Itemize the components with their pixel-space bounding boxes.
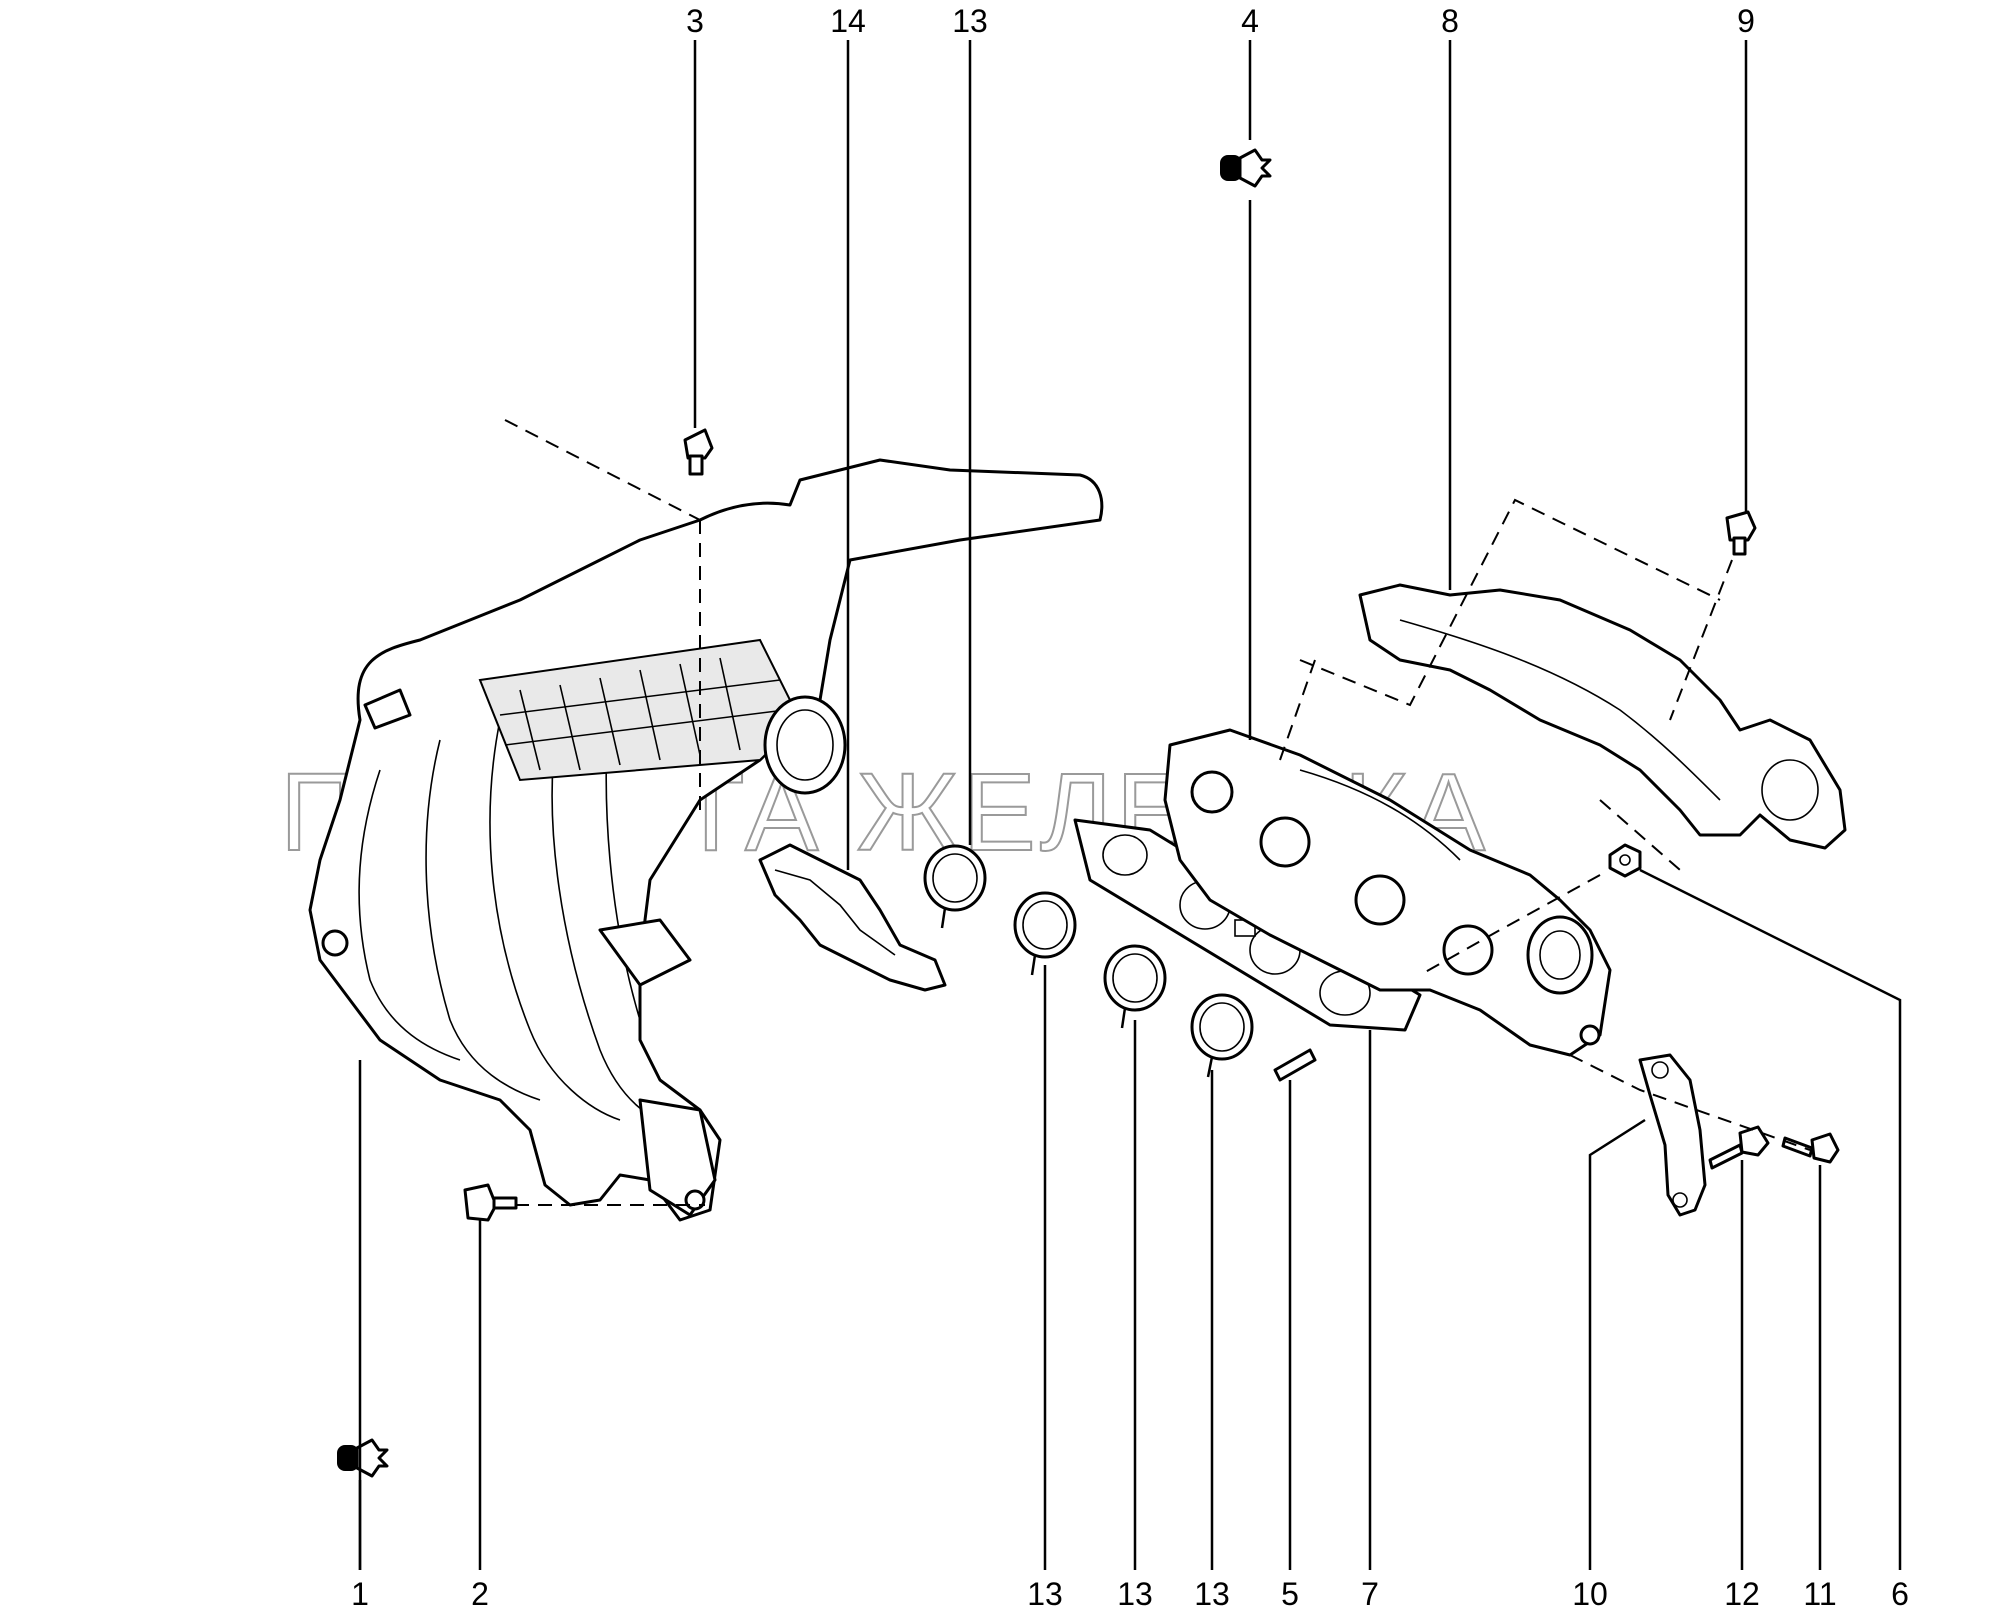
- push-clip-icon: [337, 1438, 389, 1478]
- callout-1: 1: [351, 1576, 369, 1612]
- bolt-12: [1708, 1125, 1770, 1170]
- callout-14: 14: [830, 3, 866, 39]
- callout-12: 12: [1724, 1576, 1760, 1612]
- gasket-ring-4: [1190, 993, 1254, 1078]
- bolt-2: [463, 1183, 518, 1222]
- callout-2: 2: [471, 1576, 489, 1612]
- callout-11: 11: [1803, 1576, 1836, 1612]
- callout-4: 4: [1241, 3, 1259, 39]
- callout-numbers: 3 14 13 4 8 9 1 2 13 13 13 5 7 10 12 11 …: [351, 3, 1909, 1612]
- intake-manifold: [308, 458, 1104, 1222]
- callout-6: 6: [1891, 1576, 1909, 1612]
- stud: [1273, 1048, 1317, 1082]
- callout-13-top: 13: [952, 3, 988, 39]
- bolt-3: [683, 428, 714, 476]
- exhaust-manifold: [1163, 728, 1612, 1057]
- gasket-ring-3: [1103, 944, 1167, 1029]
- support-bracket: [1638, 1053, 1707, 1217]
- push-clip-icon: [1220, 148, 1272, 188]
- bolt-11: [1781, 1132, 1840, 1164]
- assembly-dashed-lines: [504, 419, 1811, 1206]
- callout-8: 8: [1441, 3, 1459, 39]
- large-heat-shield: [1358, 583, 1847, 850]
- callout-7: 7: [1361, 1576, 1379, 1612]
- callout-9: 9: [1737, 3, 1755, 39]
- callout-10: 10: [1572, 1576, 1608, 1612]
- nut-6: [1608, 843, 1642, 878]
- bolt-9: [1725, 510, 1757, 556]
- leader-lines: [358, 40, 1902, 1570]
- gasket-ring-2: [1013, 891, 1077, 976]
- callout-3: 3: [686, 3, 704, 39]
- callout-13-bottom-2: 13: [1117, 1576, 1153, 1612]
- callout-13-bottom-3: 13: [1194, 1576, 1230, 1612]
- small-heat-shield: [758, 843, 947, 992]
- callout-5: 5: [1281, 1576, 1299, 1612]
- gasket-ring-1: [923, 844, 987, 929]
- callout-13-bottom-1: 13: [1027, 1576, 1063, 1612]
- exhaust-manifold-gasket: [1073, 818, 1422, 1032]
